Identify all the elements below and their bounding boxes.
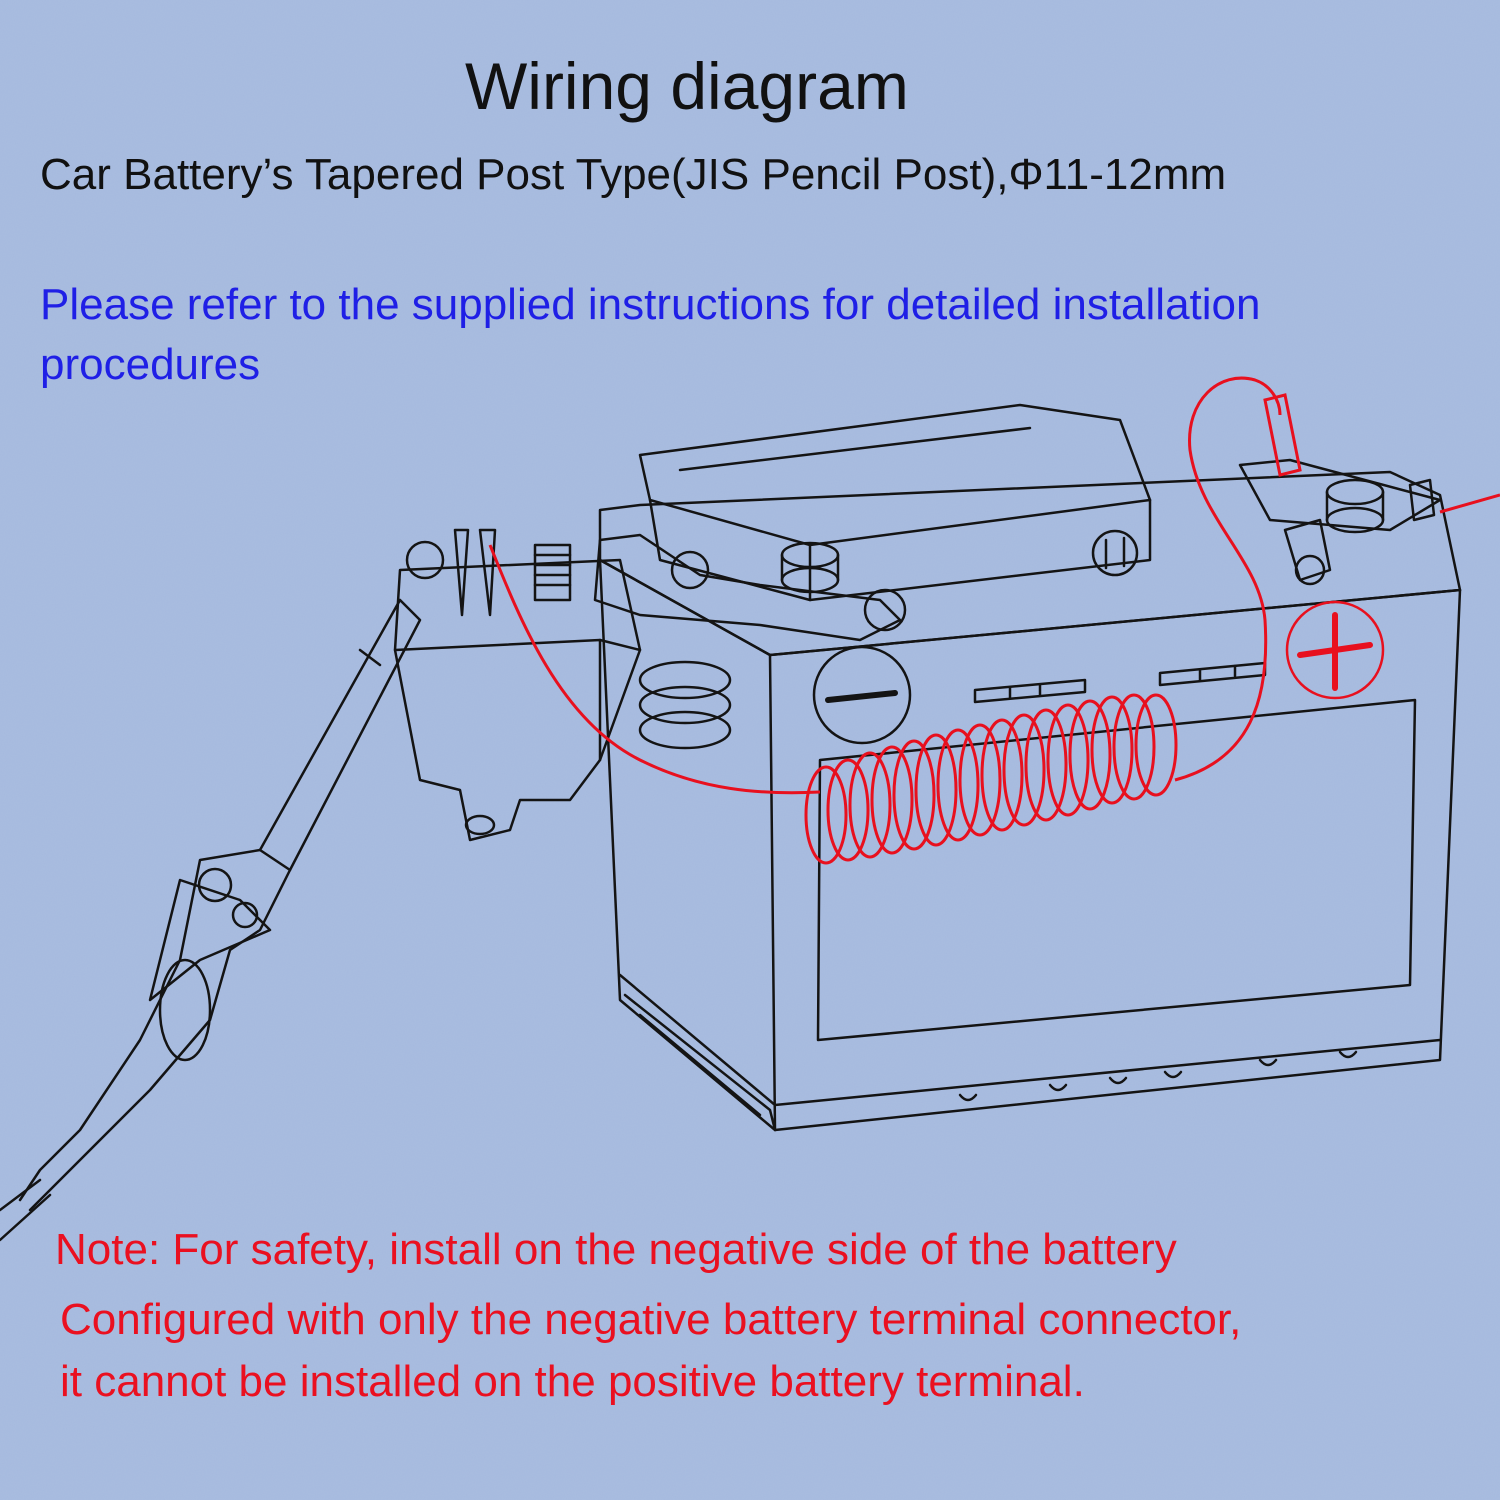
safety-note-line-2: Configured with only the negative batter… <box>60 1295 1242 1344</box>
safety-note-line-3: it cannot be installed on the positive b… <box>60 1357 1085 1406</box>
positive-terminal-symbol <box>1285 600 1385 700</box>
safety-note-line-1: Note: For safety, install on the negativ… <box>55 1225 1177 1274</box>
disconnect-switch <box>393 528 907 842</box>
diagram-title: Wiring diagram <box>465 49 909 123</box>
instruction-line-2: procedures <box>40 340 261 389</box>
instruction-line-1: Please refer to the supplied instruction… <box>40 280 1261 329</box>
ground-cable-clamp <box>0 598 422 1242</box>
diagram-subtitle: Car Battery’s Tapered Post Type(JIS Penc… <box>40 150 1227 199</box>
battery-body <box>598 403 1462 1132</box>
red-wires <box>488 376 1500 795</box>
coiled-cord <box>804 693 1178 865</box>
negative-terminal-symbol <box>812 645 912 745</box>
